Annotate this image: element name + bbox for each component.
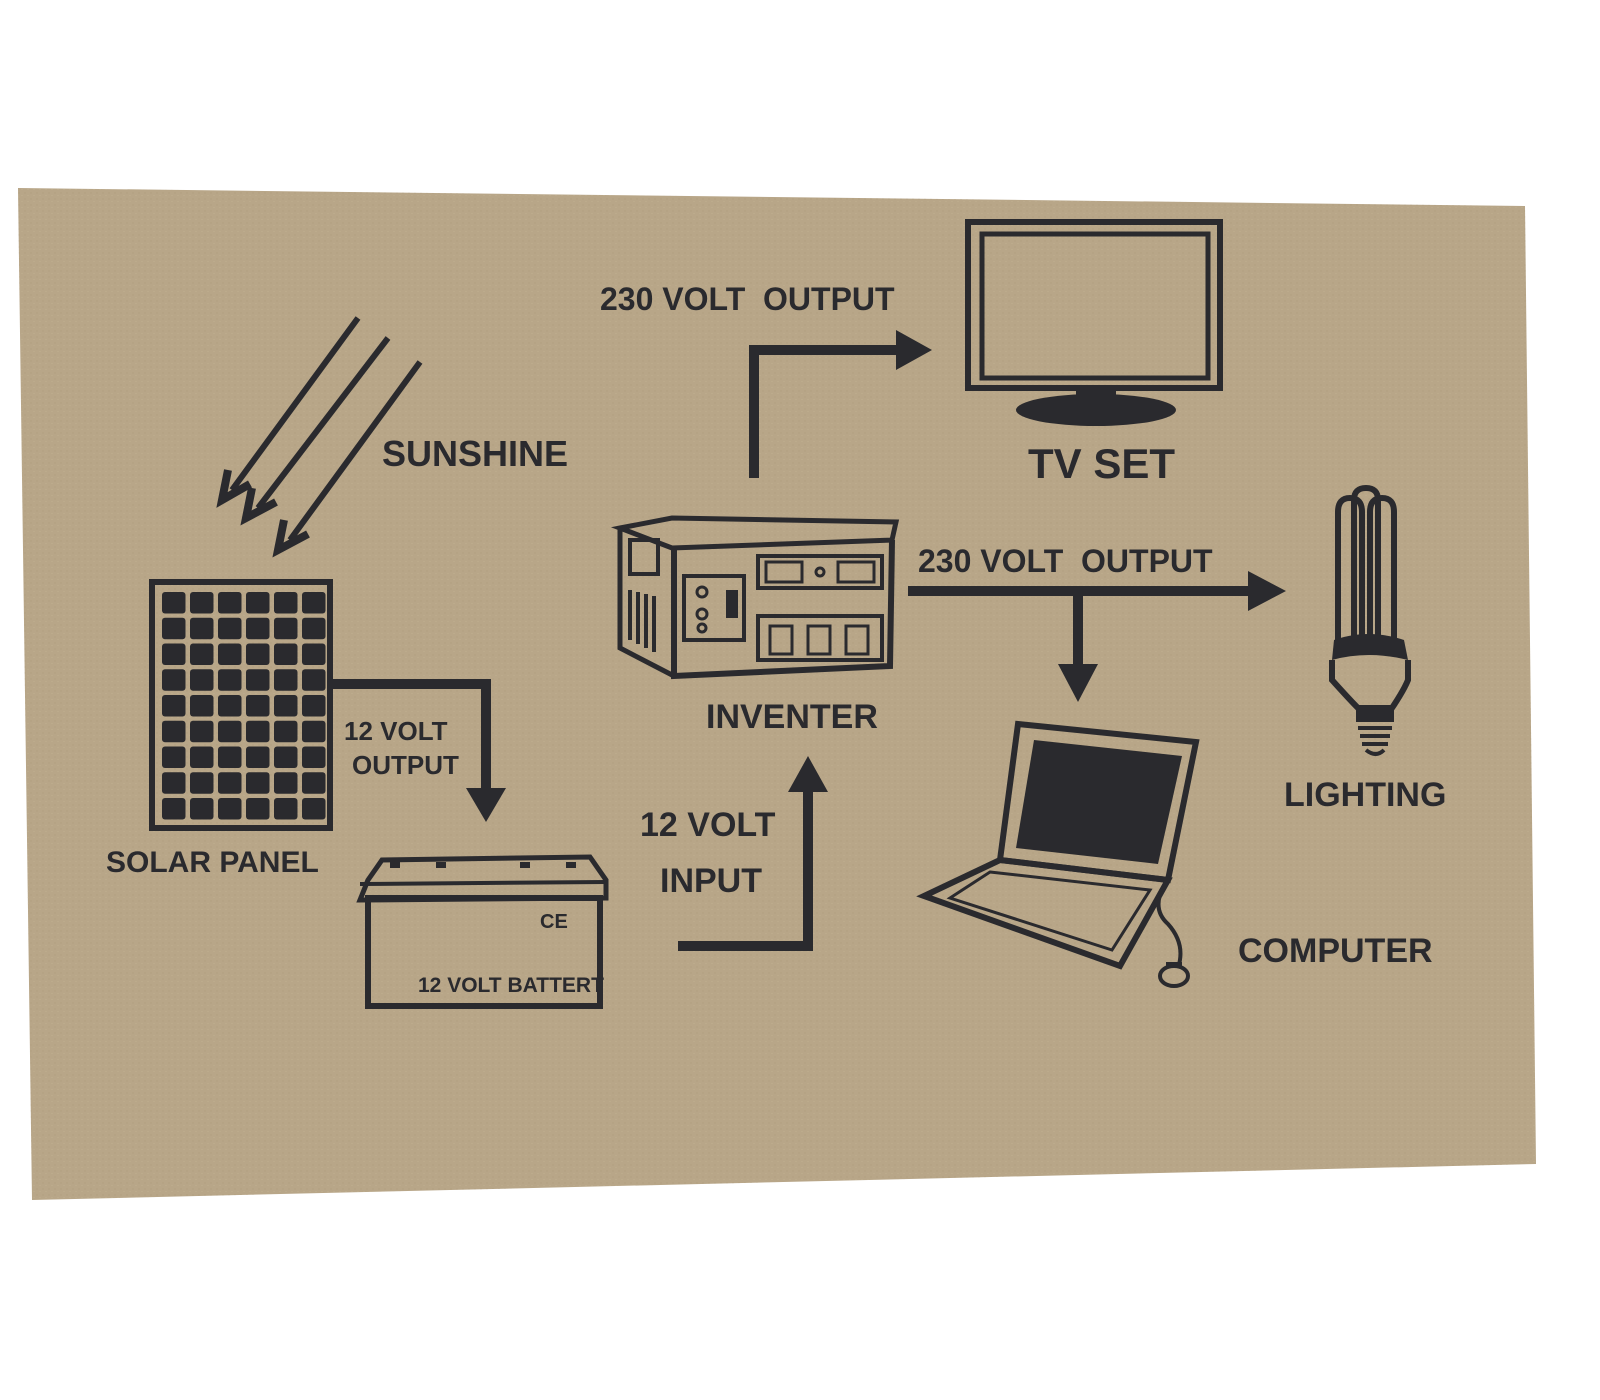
solar-cell: [302, 772, 326, 794]
inverter-icon: [610, 515, 900, 680]
solar-panel-label: SOLAR PANEL: [106, 846, 319, 879]
solar-cell: [162, 669, 186, 691]
solar-cell: [190, 772, 214, 794]
solar-cell: [218, 772, 242, 794]
solar-cell: [302, 669, 326, 691]
solar-cell: [246, 772, 270, 794]
solar-cell: [274, 695, 298, 717]
solar-cell: [274, 772, 298, 794]
solar-cell: [190, 798, 214, 820]
battery-ce-mark: CE: [540, 911, 568, 933]
solar-panel-icon: [149, 579, 333, 831]
solar-cell: [302, 746, 326, 768]
solar-cell: [162, 643, 186, 665]
solar-cell: [302, 798, 326, 820]
solar-cell: [218, 720, 242, 743]
sunshine-label: SUNSHINE: [382, 433, 568, 474]
panel-output-label-line2: OUTPUT: [352, 750, 459, 780]
solar-cell: [218, 592, 242, 614]
panel-output-label-line1: 12 VOLT: [344, 716, 448, 746]
input-label-line2: INPUT: [660, 862, 762, 900]
solar-cell: [274, 746, 298, 768]
solar-cell: [246, 643, 270, 665]
solar-cell: [162, 772, 186, 794]
solar-cell: [190, 643, 214, 665]
tv-output-label: 230 VOLT OUTPUT: [600, 281, 895, 317]
solar-cell: [246, 746, 270, 768]
solar-cell: [274, 643, 298, 665]
tv-icon: [965, 219, 1223, 426]
solar-cell: [246, 592, 270, 614]
solar-cell: [302, 592, 326, 614]
solar-cell: [162, 695, 186, 717]
tv-label: TV SET: [1028, 440, 1175, 487]
solar-cell: [302, 617, 326, 640]
computer-label: COMPUTER: [1238, 932, 1433, 970]
solar-cell: [246, 669, 270, 691]
solar-cell: [274, 669, 298, 691]
sun-rays-icon: [216, 316, 423, 558]
solar-cell: [190, 695, 214, 717]
solar-cell: [190, 746, 214, 768]
solar-cell: [162, 617, 186, 640]
laptop-icon: [916, 720, 1200, 988]
main-output-label: 230 VOLT OUTPUT: [918, 543, 1213, 579]
solar-cell: [218, 669, 242, 691]
cardboard-board: [18, 188, 1536, 1200]
inverter-to-tv-arrow: [749, 330, 932, 478]
solar-cell: [218, 798, 242, 820]
solar-cell: [218, 746, 242, 768]
inverter-label: INVENTER: [706, 698, 878, 736]
solar-cell: [302, 643, 326, 665]
solar-cell: [162, 720, 186, 743]
battery-to-inverter-arrow: [678, 756, 828, 951]
solar-cell: [302, 720, 326, 743]
solar-cell: [162, 746, 186, 768]
solar-cell: [246, 695, 270, 717]
solar-cell: [274, 617, 298, 640]
solar-cell: [246, 798, 270, 820]
battery-label: 12 VOLT BATTERT: [418, 974, 604, 997]
solar-cell: [190, 617, 214, 640]
solar-cell: [190, 669, 214, 691]
cfl-bulb-icon: [1329, 484, 1411, 756]
battery-icon: [356, 854, 609, 1009]
solar-cell: [302, 695, 326, 717]
solar-cell: [246, 720, 270, 743]
input-label-line1: 12 VOLT: [640, 806, 776, 844]
solar-cell: [218, 643, 242, 665]
solar-cell: [246, 617, 270, 640]
solar-cell: [190, 720, 214, 743]
solar-cell: [190, 592, 214, 614]
panel-to-battery-arrow: [332, 679, 506, 822]
solar-cell: [218, 695, 242, 717]
solar-cell: [274, 592, 298, 614]
solar-cell: [218, 617, 242, 640]
branch-to-computer-arrow: [1058, 591, 1098, 702]
solar-cell: [274, 720, 298, 743]
lighting-label: LIGHTING: [1284, 776, 1446, 814]
solar-cell: [162, 798, 186, 820]
solar-cell: [162, 592, 186, 614]
solar-cell: [274, 798, 298, 820]
